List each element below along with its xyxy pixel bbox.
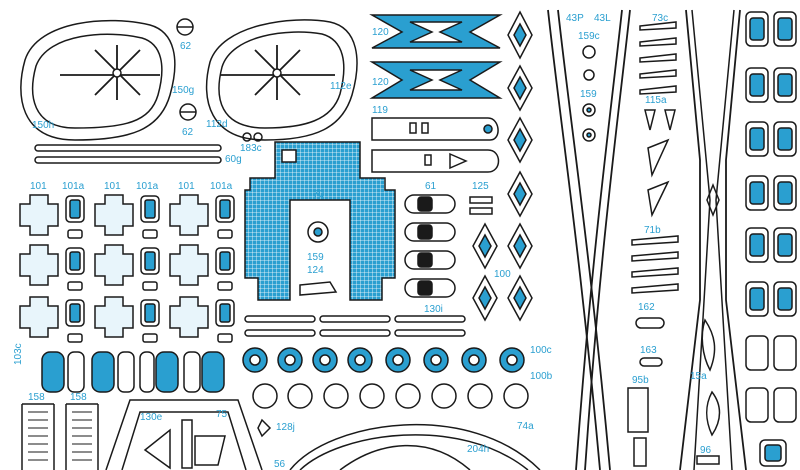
part-label: 70 xyxy=(313,189,325,200)
part-label: 101 xyxy=(178,181,195,192)
part-label: 100b xyxy=(530,371,553,382)
part-label: 73c xyxy=(652,13,669,24)
part-label: 158 xyxy=(28,392,45,403)
part-15a xyxy=(701,318,716,372)
part-label: 183c xyxy=(240,143,262,154)
part-label: 124 xyxy=(307,265,324,276)
part-label: 103c xyxy=(13,343,24,365)
part-label: 101a xyxy=(62,181,85,192)
part-label: 60g xyxy=(225,154,242,165)
part-119-a xyxy=(371,117,499,141)
part-label: 43L xyxy=(594,13,611,24)
part-label: 115a xyxy=(645,95,667,106)
part-label: 163 xyxy=(640,345,657,356)
part-label: 150h xyxy=(32,120,55,131)
part-119-b xyxy=(371,149,500,173)
part-103c xyxy=(41,351,225,393)
part-label: 100c xyxy=(530,345,552,356)
part-95b xyxy=(627,387,649,433)
part-120-lower xyxy=(369,61,503,99)
part-150h xyxy=(20,19,176,141)
part-label: 130e xyxy=(140,412,163,423)
part-label: 101a xyxy=(136,181,159,192)
part-73c xyxy=(639,21,677,95)
part-71b xyxy=(631,235,679,294)
part-43l xyxy=(584,9,631,470)
part-label: 162 xyxy=(638,302,655,313)
window-frames xyxy=(745,11,797,467)
diamond-parts xyxy=(472,10,533,322)
part-70-grid xyxy=(244,141,396,301)
part-label: 159 xyxy=(307,252,324,263)
part-label: 74a xyxy=(517,421,534,432)
part-label: 112d xyxy=(206,119,228,130)
part-label: 125 xyxy=(472,181,489,192)
part-label: 101 xyxy=(104,181,121,192)
part-100b xyxy=(252,383,529,409)
part-label: 100 xyxy=(494,269,511,280)
part-label: 96 xyxy=(700,445,712,456)
part-label: 128j xyxy=(276,422,295,433)
part-label: 159c xyxy=(578,31,600,42)
part-label: 71b xyxy=(644,225,661,236)
part-60g-a xyxy=(34,144,222,152)
part-label: 159 xyxy=(580,89,597,100)
part-130e xyxy=(105,399,263,470)
part-label: 75 xyxy=(216,409,228,420)
part-label: 130i xyxy=(424,304,443,315)
part-label: 61 xyxy=(425,181,437,192)
part-label: 101 xyxy=(30,181,47,192)
part-61 xyxy=(404,194,456,298)
part-120-upper xyxy=(369,14,503,49)
part-label: 120 xyxy=(372,27,389,38)
part-label: 119 xyxy=(372,105,388,116)
part-label: 15a xyxy=(690,371,707,382)
part-101-grid xyxy=(19,194,235,343)
part-label: 150g xyxy=(172,85,195,96)
part-label: 62 xyxy=(180,41,192,52)
part-label: 62 xyxy=(182,127,194,138)
part-112e xyxy=(205,19,358,141)
part-label: 204h xyxy=(467,444,490,455)
part-label: 101a xyxy=(210,181,233,192)
part-204h xyxy=(289,423,541,470)
part-label: 112e xyxy=(330,81,352,92)
part-label: 158 xyxy=(70,392,87,403)
part-158-ladders xyxy=(21,403,99,470)
part-label: 43P xyxy=(566,13,584,24)
part-label: 56 xyxy=(274,459,286,470)
part-60g-b xyxy=(34,156,222,164)
part-label: 95b xyxy=(632,375,649,386)
part-label: 120 xyxy=(372,77,389,88)
part-130i xyxy=(244,315,466,337)
